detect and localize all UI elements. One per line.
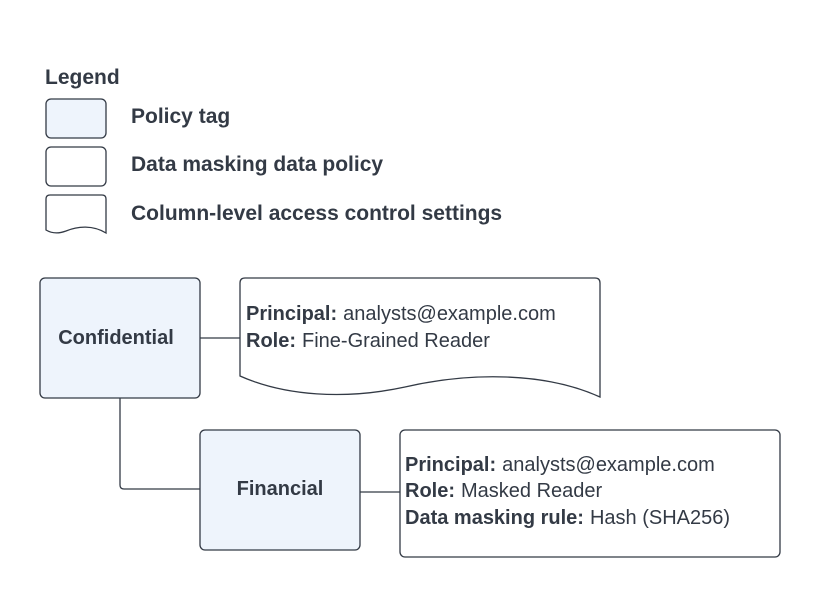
policy-tag-confidential[interactable]: Confidential — [39, 277, 201, 399]
policy-principal-value: analysts@example.com — [502, 454, 715, 476]
legend-access-settings-label: Column-level access control settings — [131, 202, 502, 225]
policy-role-label: Role: — [405, 480, 455, 502]
policy-tag-financial-label: Financial — [237, 478, 324, 500]
policy-rule-value: Hash (SHA256) — [590, 507, 730, 529]
settings-principal-line: Principal: analysts@example.com — [246, 303, 556, 325]
connector-confidential-financial — [119, 398, 200, 490]
policy-tag-financial[interactable]: Financial — [199, 429, 361, 551]
settings-principal-value: analysts@example.com — [343, 303, 556, 325]
settings-role-value: Fine-Grained Reader — [302, 330, 490, 352]
policy-rule-label: Data masking rule: — [405, 507, 584, 529]
policy-role-line: Role: Masked Reader — [405, 480, 603, 502]
settings-principal-label: Principal: — [246, 303, 337, 325]
policy-role-value: Masked Reader — [461, 480, 603, 502]
legend-access-settings-swatch — [45, 194, 107, 235]
policy-rule-line: Data masking rule: Hash (SHA256) — [405, 507, 730, 529]
legend-policy-tag-swatch — [45, 98, 107, 139]
legend-data-policy-label: Data masking data policy — [131, 153, 383, 176]
legend-data-policy-swatch — [45, 146, 107, 187]
policy-principal-line: Principal: analysts@example.com — [405, 454, 715, 476]
legend-policy-tag-label: Policy tag — [131, 105, 230, 128]
legend-title: Legend — [45, 66, 120, 89]
policy-tag-confidential-label: Confidential — [58, 327, 174, 349]
data-policy-financial[interactable]: Principal: analysts@example.com Role: Mask… — [399, 429, 781, 558]
settings-role-label: Role: — [246, 330, 296, 352]
access-settings-confidential[interactable]: Principal: analysts@example.com Role: Fine… — [239, 277, 601, 399]
policy-principal-label: Principal: — [405, 454, 496, 476]
settings-role-line: Role: Fine-Grained Reader — [246, 330, 490, 352]
